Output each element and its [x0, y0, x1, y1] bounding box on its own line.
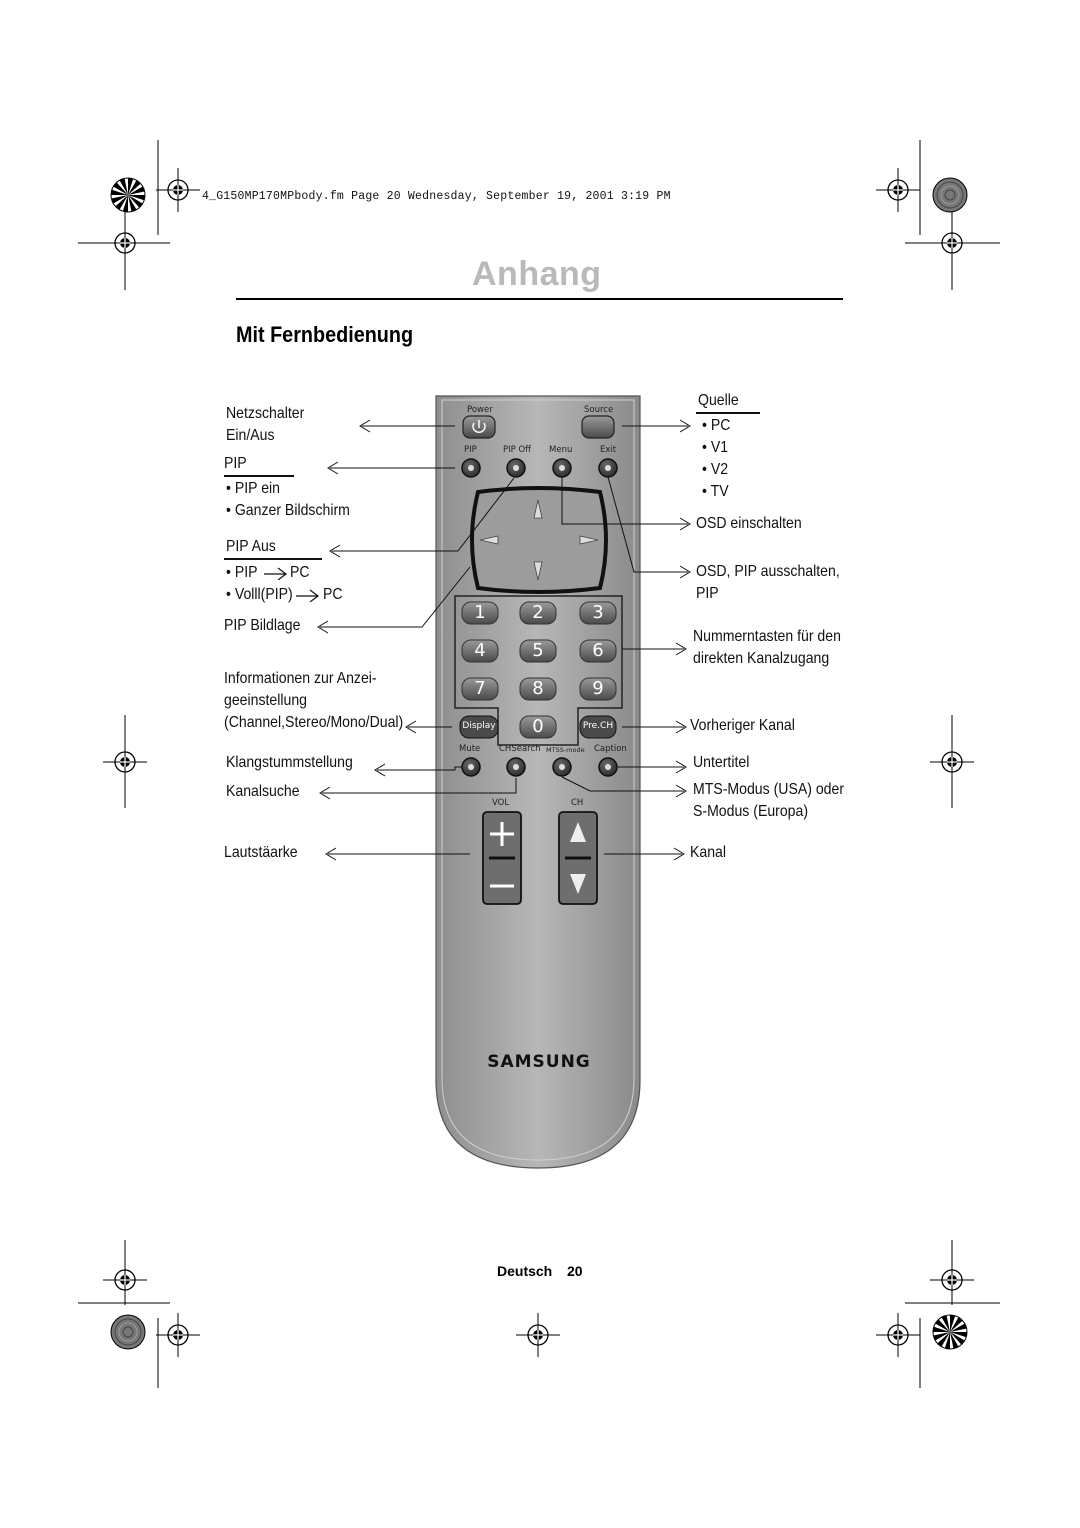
pip-callout-item-2: • Ganzer Bildschirm: [226, 502, 350, 519]
caption-callout: Untertitel: [693, 754, 750, 771]
digit-2: 2: [532, 602, 544, 623]
caption-key-label: Caption: [594, 744, 627, 754]
power-callout-line1: Netzschalter: [226, 405, 305, 422]
pip-callout-heading: PIP: [224, 455, 247, 472]
numbers-callout-line1: Nummerntasten für den: [693, 628, 841, 645]
direction-pad: [470, 486, 608, 594]
pip-button: [461, 458, 481, 478]
caption-button: [598, 757, 618, 777]
source-callout-underline: [696, 412, 760, 414]
vol-label: VOL: [492, 798, 510, 808]
pip-off-item-1a: • PIP: [226, 564, 258, 581]
source-item-tv: • TV: [702, 483, 729, 500]
pip-callout-underline: [224, 475, 294, 477]
source-item-pc: • PC: [702, 417, 731, 434]
mts-button: [552, 757, 572, 777]
pip-off-item-2a: • Volll(PIP): [226, 586, 293, 603]
samsung-logo: SAMSUNG: [487, 1052, 591, 1072]
arrow-right-icon: [296, 589, 319, 602]
pip-key-label: PIP: [464, 445, 477, 455]
display-button: [459, 715, 499, 739]
section-title: Mit Fernbedienung: [236, 322, 414, 347]
pip-position-callout: PIP Bildlage: [224, 617, 301, 634]
digit-3: 3: [592, 602, 604, 623]
digit-1: 1: [474, 602, 486, 623]
source-item-v1: • V1: [702, 439, 729, 456]
digit-6: 6: [592, 640, 604, 661]
pip-off-callout-underline: [224, 558, 322, 560]
mute-key-label: Mute: [459, 744, 481, 754]
mts-callout-line2: S-Modus (Europa): [693, 803, 809, 820]
digit-keys: [461, 601, 617, 739]
pip-off-item-2b: PC: [323, 586, 343, 603]
menu-key-label: Menu: [549, 445, 573, 455]
power-label: Power: [467, 405, 493, 415]
prech-button: [579, 715, 617, 739]
prech-callout: Vorheriger Kanal: [690, 717, 795, 734]
exit-key-label: Exit: [600, 445, 617, 455]
digit-5: 5: [532, 640, 544, 661]
display-callout-line3: (Channel,Stereo/Mono/Dual): [224, 714, 404, 731]
chsearch-callout: Kanalsuche: [226, 783, 300, 800]
file-info-header: 4_G150MP170MPbody.fm Page 20 Wednesday, …: [202, 190, 671, 203]
digit-4: 4: [474, 640, 486, 661]
source-callout-heading: Quelle: [698, 392, 739, 409]
pip-off-item-1b: PC: [290, 564, 310, 581]
chapter-title: Anhang: [472, 255, 602, 293]
exit-callout-line2: PIP: [696, 585, 719, 602]
chapter-rule: [236, 298, 843, 300]
chsearch-key-label: CHSearch: [499, 744, 541, 754]
source-label: Source: [584, 405, 614, 415]
mute-callout: Klangstummstellung: [226, 754, 353, 771]
power-callout-line2: Ein/Aus: [226, 427, 275, 444]
mts-key-label: MTSS-mode: [546, 746, 585, 754]
digit-9: 9: [592, 678, 604, 699]
pip-off-key-label: PIP Off: [503, 445, 532, 455]
volume-callout: Lautstäarke: [224, 844, 298, 861]
channel-callout: Kanal: [690, 844, 727, 861]
display-callout-line1: Informationen zur Anzei-: [224, 670, 377, 687]
pip-off-callout-heading: PIP Aus: [226, 538, 276, 555]
source-button: [581, 415, 615, 439]
display-key-label: Display: [462, 721, 496, 731]
exit-callout-line1: OSD, PIP ausschalten,: [696, 563, 840, 580]
chsearch-button: [506, 757, 526, 777]
pip-off-button: [506, 458, 526, 478]
exit-button: [598, 458, 618, 478]
arrow-right-icon: [264, 567, 287, 580]
digit-0: 0: [532, 716, 544, 737]
menu-callout: OSD einschalten: [696, 515, 802, 532]
mts-callout-line1: MTS-Modus (USA) oder: [693, 781, 845, 798]
display-callout-line2: geeinstellung: [224, 692, 307, 709]
numbers-callout-line2: direkten Kanalzugang: [693, 650, 830, 667]
prech-key-label: Pre.CH: [582, 721, 614, 731]
footer-page-number: 20: [567, 1263, 583, 1279]
digit-7: 7: [474, 678, 486, 699]
source-item-v2: • V2: [702, 461, 729, 478]
pip-callout-item-1: • PIP ein: [226, 480, 280, 497]
footer-language: Deutsch: [497, 1263, 553, 1279]
mute-button: [461, 757, 481, 777]
ch-label: CH: [571, 798, 584, 808]
digit-8: 8: [532, 678, 544, 699]
menu-button: [552, 458, 572, 478]
